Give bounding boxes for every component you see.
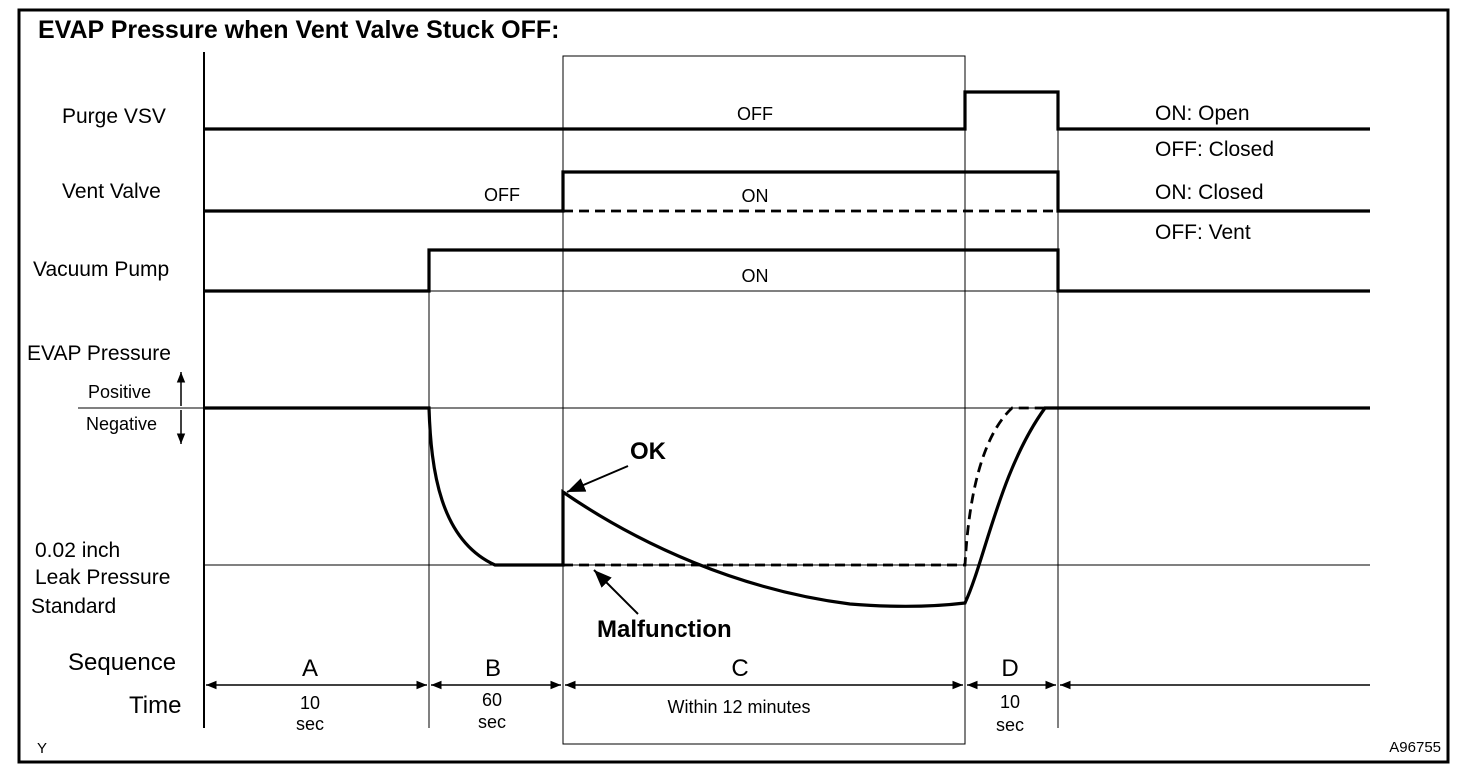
- vent-valve-state-off: OFF: [484, 185, 520, 205]
- legend-vent-on: ON: Closed: [1155, 181, 1264, 204]
- time-d-value: 10: [1000, 692, 1020, 712]
- diagram-border: [17, 8, 1450, 764]
- vent-valve-signal: [204, 170, 1370, 213]
- purge-vsv-label: Purge VSV: [62, 105, 166, 128]
- sequence-label: Sequence: [68, 649, 176, 676]
- legend-vent-off: OFF: Vent: [1155, 221, 1251, 244]
- vacuum-pump-signal: [204, 248, 1370, 293]
- legend-purge-off: OFF: Closed: [1155, 138, 1274, 161]
- positive-label: Positive: [88, 382, 151, 402]
- negative-label: Negative: [86, 414, 157, 434]
- time-label: Time: [129, 692, 181, 719]
- ok-arrow: [566, 465, 629, 493]
- sequence-b-letter: B: [485, 655, 501, 682]
- leak-standard-line2: Leak Pressure: [35, 566, 170, 589]
- diagram-title: EVAP Pressure when Vent Valve Stuck OFF:: [38, 16, 560, 44]
- evap-pressure-malfunction-dashed: [563, 406, 1045, 567]
- vent-valve-label: Vent Valve: [62, 180, 161, 203]
- malfunction-label: Malfunction: [597, 616, 732, 643]
- corner-mark-left: Y: [37, 740, 47, 757]
- evap-pressure-curve: [204, 406, 1370, 608]
- purge-vsv-signal: [204, 90, 1370, 131]
- evap-pressure-label: EVAP Pressure: [27, 342, 171, 365]
- sequence-c-letter: C: [731, 655, 748, 682]
- time-c-value: Within 12 minutes: [667, 697, 810, 717]
- legend-purge-on: ON: Open: [1155, 102, 1250, 125]
- time-a-value: 10: [300, 693, 320, 713]
- leak-standard-line3: Standard: [31, 595, 116, 618]
- figure-id: A96755: [1389, 739, 1441, 756]
- time-a-unit: sec: [296, 714, 324, 734]
- time-d-unit: sec: [996, 715, 1024, 735]
- ok-label: OK: [630, 438, 667, 465]
- purge-vsv-state-off: OFF: [737, 104, 773, 124]
- time-b-unit: sec: [478, 712, 506, 732]
- phase-c-box: [562, 55, 966, 745]
- vent-valve-state-on: ON: [742, 186, 769, 206]
- malfunction-arrow: [593, 569, 639, 615]
- vacuum-pump-state-on: ON: [742, 266, 769, 286]
- leak-standard-line1: 0.02 inch: [35, 539, 120, 562]
- sequence-a-letter: A: [302, 655, 318, 682]
- sequence-d-letter: D: [1001, 655, 1018, 682]
- time-b-value: 60: [482, 690, 502, 710]
- vacuum-pump-label: Vacuum Pump: [33, 258, 169, 281]
